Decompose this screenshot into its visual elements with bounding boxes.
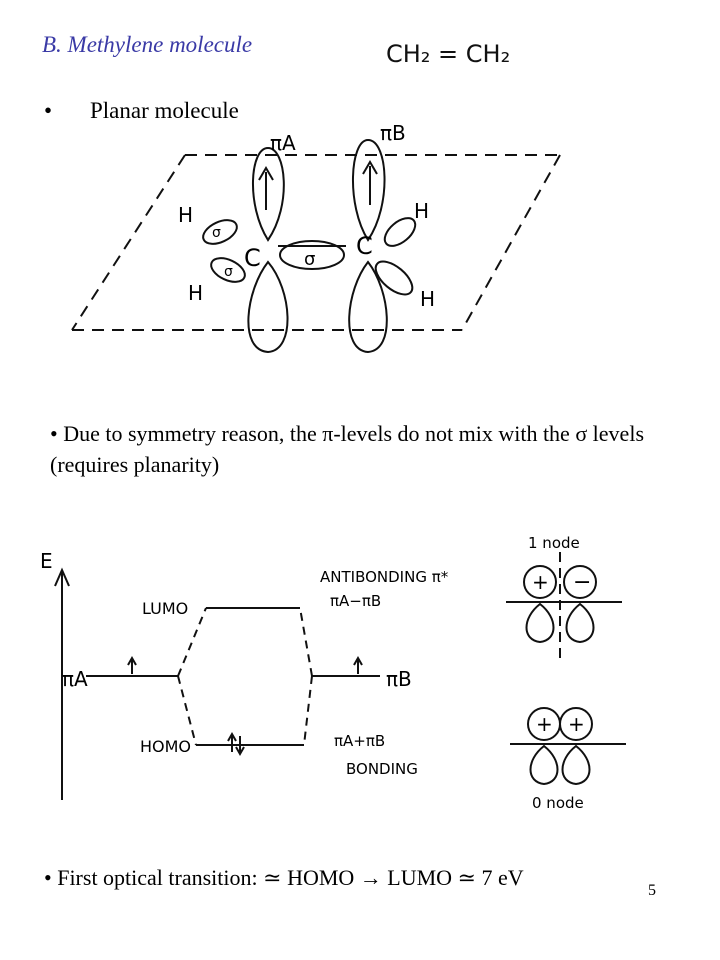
bonding-combination: πA+πB [334,732,385,750]
node1-lobe-lr [565,602,595,644]
cc-sigma-orbital [279,240,345,270]
pi-b-upper-lobe [352,138,386,242]
corr-pia-homo [177,675,197,746]
formula-ch2-ch2: CH₂ = CH₂ [386,40,511,68]
orbital-sketch: πA πB H H H H C C σ σ σ [71,121,561,354]
node1-lobe-ur [563,565,597,599]
plane-edge-right [461,154,561,331]
label-h-lower-left: H [188,281,203,305]
pi-b-level-label: πB [386,667,412,691]
label-pi-a: πA [270,131,296,155]
plane-edge-left [71,154,186,331]
label-c-right: C [356,232,373,260]
electron-homo-up-head [227,731,237,742]
node0-lobe-lr [561,744,591,786]
pi-a-upper-lobe [251,146,285,242]
bullet-glyph: • [44,98,53,123]
bullet-planar: • Planar molecule [44,98,239,124]
pi-b-lower-lobe [348,260,388,354]
pi-a-level-label: πA [62,667,88,691]
corr-pib-homo [303,675,313,746]
ch-sigma-lower-right [374,260,414,296]
electron-homo-down-head [235,746,245,757]
node0-sign-plus-left: + [536,712,553,736]
antibonding-label: ANTIBONDING π* [320,568,449,586]
label-h-upper-left: H [178,203,193,227]
label-sigma-cc: σ [304,249,315,270]
pi-a-lower-lobe [247,260,289,354]
corr-pia-lumo [177,607,207,677]
symmetry-note: • Due to symmetry reason, the π-levels d… [50,421,644,477]
bullet-planar-text: Planar molecule [90,98,239,123]
label-h-upper-right: H [414,199,429,223]
label-pi-b: πB [380,121,406,145]
label-sigma-ch-2: σ [224,264,233,280]
node1-lobe-ll [525,602,555,644]
energy-label: E [40,549,53,573]
electron-pi-a-head [127,655,137,666]
node1-lobe-ul [523,565,557,599]
node-bottom-label: 0 node [532,794,584,812]
node0-lobe-ur [559,707,593,741]
bonding-label: BONDING [346,760,418,778]
ch-sigma-lower-left [210,257,246,283]
node0-lobe-ll [529,744,559,786]
corr-pib-lumo [299,607,313,677]
homo-label: HOMO [140,737,191,756]
pi-a-arrowhead [258,166,274,181]
antibonding-combination: πA−πB [330,592,381,610]
ch-sigma-upper-right [383,217,417,247]
mo-energy-diagram: E LUMO HOMO πA πB ANTIBONDING π* πA−πB π… [40,534,626,812]
energy-axis-arrowhead [54,567,70,587]
label-sigma-ch-1: σ [212,225,221,241]
page-number: 5 [648,882,656,899]
ch-sigma-upper-left [202,219,238,245]
node0-sign-plus-right: + [568,712,585,736]
page-title: B. Methylene molecule [42,32,253,57]
label-h-lower-right: H [420,287,435,311]
node1-sign-plus: + [532,570,549,594]
node1-sign-minus: − [573,570,591,595]
lumo-label: LUMO [142,599,188,618]
transition-note: • First optical transition: ≃ HOMO → LUM… [44,865,524,890]
node-top-label: 1 node [528,534,580,552]
pi-b-arrowhead [362,160,378,175]
label-c-left: C [244,244,261,272]
electron-pi-b-head [353,655,363,666]
